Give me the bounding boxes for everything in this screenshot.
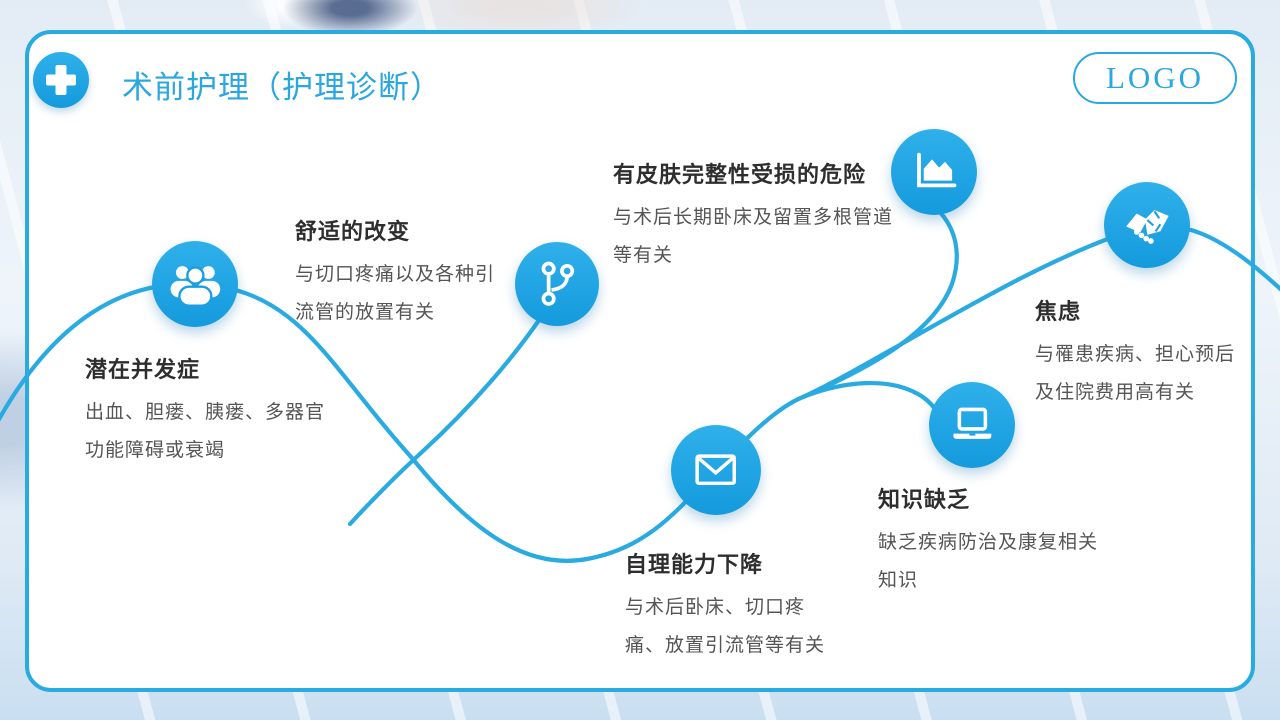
node-body: 与术后长期卧床及留置多根管道等有关 <box>613 207 894 266</box>
people-group-icon <box>152 241 238 327</box>
node-anxiety: 焦虑 与罹患疾病、担心预后及住院费用高有关 <box>1035 294 1243 412</box>
node-skin-integrity-risk: 有皮肤完整性受损的危险 与术后长期卧床及留置多根管道等有关 <box>613 157 901 275</box>
node-body: 与罹患疾病、担心预后及住院费用高有关 <box>1035 344 1236 403</box>
logo-text: LOGO <box>1105 60 1205 95</box>
node-heading: 潜在并发症 <box>85 357 201 382</box>
branch-icon <box>515 242 599 326</box>
area-chart-icon <box>891 129 977 215</box>
laptop-icon <box>929 382 1015 468</box>
node-complications: 潜在并发症 出血、胆瘘、胰瘘、多器官功能障碍或衰竭 <box>85 352 327 470</box>
node-body: 缺乏疾病防治及康复相关知识 <box>878 532 1099 591</box>
node-heading: 舒适的改变 <box>295 219 411 244</box>
envelope-icon <box>671 425 761 515</box>
node-body: 与术后卧床、切口疼痛、放置引流管等有关 <box>625 597 826 656</box>
node-selfcare-decline: 自理能力下降 与术后卧床、切口疼痛、放置引流管等有关 <box>625 547 831 665</box>
node-heading: 自理能力下降 <box>625 552 764 577</box>
medical-cross-icon <box>33 52 89 108</box>
node-body: 出血、胆瘘、胰瘘、多器官功能障碍或衰竭 <box>85 402 326 461</box>
node-heading: 知识缺乏 <box>878 487 971 512</box>
logo-badge: LOGO <box>1073 52 1237 104</box>
node-comfort-change: 舒适的改变 与切口疼痛以及各种引流管的放置有关 <box>295 214 500 332</box>
page-title: 术前护理（护理诊断） <box>122 70 442 105</box>
handshake-icon <box>1104 182 1190 268</box>
node-heading: 焦虑 <box>1035 299 1082 324</box>
node-body: 与切口疼痛以及各种引流管的放置有关 <box>295 264 496 323</box>
node-heading: 有皮肤完整性受损的危险 <box>613 162 867 187</box>
node-knowledge-deficit: 知识缺乏 缺乏疾病防治及康复相关知识 <box>878 482 1100 600</box>
